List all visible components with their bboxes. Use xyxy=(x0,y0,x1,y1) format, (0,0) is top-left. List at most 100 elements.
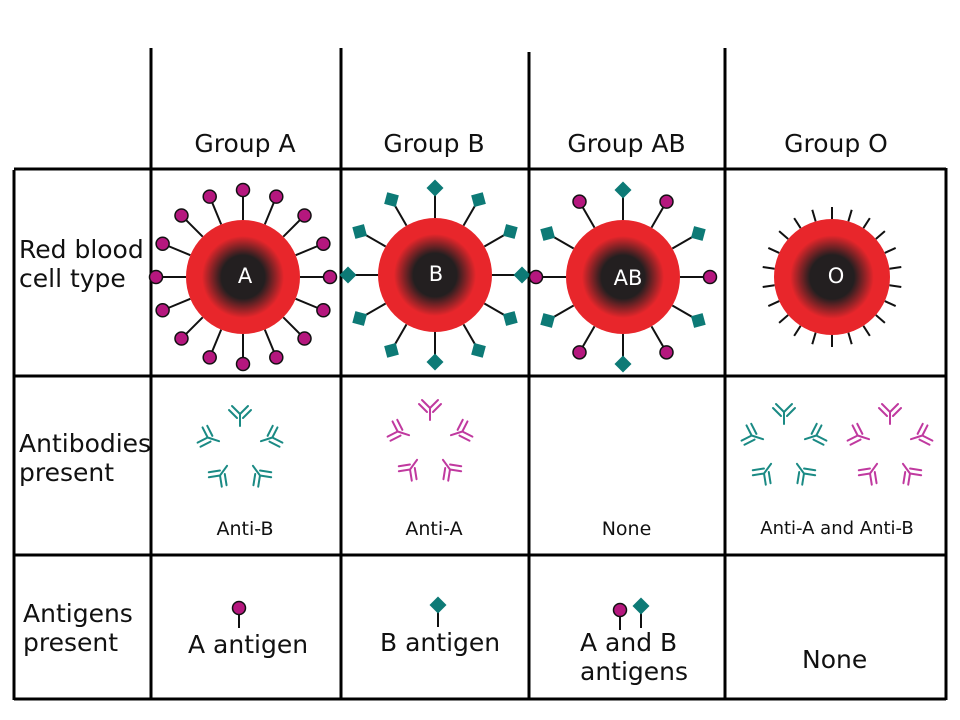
antibody-stroke xyxy=(751,462,773,486)
row-label-line: Antigens xyxy=(23,599,133,628)
antigen-b-icon xyxy=(614,181,632,199)
antigen-stalk xyxy=(767,247,780,254)
cell-letter-ab: AB xyxy=(613,266,643,290)
antigen-stalk xyxy=(393,323,408,346)
antigen-stalk xyxy=(847,209,853,222)
antigen-a-icon xyxy=(231,600,247,628)
antibody-stroke xyxy=(228,405,252,427)
row-label-line: present xyxy=(19,457,115,487)
antigen-a-icon xyxy=(269,350,284,365)
antigen-b-icon xyxy=(614,355,632,373)
antigen-b-icon xyxy=(632,597,650,628)
antibody-stroke xyxy=(441,458,463,482)
antigen-stalk xyxy=(462,204,477,227)
antigen-head xyxy=(429,596,447,614)
antigen-stalk xyxy=(847,332,853,345)
antibody-stroke xyxy=(846,422,871,446)
cell-body xyxy=(186,220,300,334)
antigen-stalk xyxy=(282,316,301,335)
antigen-stalk xyxy=(862,325,871,337)
antibody-stroke xyxy=(857,462,879,486)
antigen-label-group-ab: A and B antigens xyxy=(580,628,688,687)
antigen-b-icon xyxy=(471,342,486,358)
red-blood-cell xyxy=(528,181,718,373)
antigen-stalk xyxy=(167,245,191,257)
antigen-stalk xyxy=(364,302,387,317)
antibody-icon xyxy=(803,422,828,446)
header-group-a: Group A xyxy=(194,129,296,158)
header-group-b: Group B xyxy=(383,129,485,158)
antibody-stroke xyxy=(740,422,765,446)
antigen-b-icon xyxy=(540,313,556,328)
antigen-a-icon xyxy=(269,189,284,204)
antigen-a-icon xyxy=(572,345,587,360)
antigen-stalk xyxy=(552,235,575,250)
antibody-icon xyxy=(441,458,463,482)
antibody-cluster xyxy=(846,403,934,486)
antigen-b-icon xyxy=(339,266,357,284)
antigen-stalk xyxy=(671,304,694,319)
table-grid xyxy=(12,48,948,701)
antigen-label-line: A and B xyxy=(580,628,678,657)
antibody-stroke xyxy=(397,458,419,482)
antigen-stalk xyxy=(811,332,817,345)
antibody-stroke xyxy=(803,422,828,446)
antigen-stalk xyxy=(889,266,902,270)
antigen-b-icon xyxy=(540,226,556,241)
antibody-stroke xyxy=(259,424,284,448)
antigen-a-icon xyxy=(174,331,189,346)
antigen-a-icon xyxy=(659,194,674,209)
antigen-head xyxy=(612,602,628,618)
antigen-stalk xyxy=(778,230,789,240)
antigen-stalk xyxy=(483,302,506,317)
antibody-icon xyxy=(772,403,796,425)
row-label-antibodies-present: Antibodies present xyxy=(19,429,151,488)
antigen-b-icon xyxy=(502,311,518,326)
antigen-b-icon xyxy=(471,192,486,208)
antigen-b-icon xyxy=(690,226,706,241)
antigen-stalk xyxy=(884,300,897,307)
antigen-stalk xyxy=(185,316,204,335)
antigen-b-icon xyxy=(352,224,368,239)
antigen-b-icon xyxy=(426,179,444,197)
antibody-icon xyxy=(449,418,474,442)
antigen-stalk xyxy=(185,219,204,238)
antibody-stroke xyxy=(795,462,817,486)
antigen-stalk xyxy=(767,300,780,307)
antibody-icon xyxy=(418,399,442,421)
antigen-stalk xyxy=(762,266,775,270)
antigen-b-icon xyxy=(513,266,531,284)
antibody-icon xyxy=(795,462,817,486)
antigen-head xyxy=(632,597,650,615)
antibody-label-group-o: Anti-A and Anti-B xyxy=(760,518,914,539)
antigen-stalk xyxy=(862,217,871,229)
cell-letter-b: B xyxy=(428,262,444,286)
antibody-stroke xyxy=(251,464,273,488)
antigen-b-icon xyxy=(384,342,399,358)
row-label-red-blood-cell-type: Red blood cell type xyxy=(19,235,144,294)
header-group-ab: Group AB xyxy=(567,129,686,158)
antibody-stroke xyxy=(772,403,796,425)
antibody-label-group-ab: None xyxy=(601,518,652,540)
row-label-line: present xyxy=(23,627,119,657)
antigen-a-icon xyxy=(235,356,251,372)
antibody-icon xyxy=(259,424,284,448)
antibody-stroke xyxy=(901,462,923,486)
antigen-a-icon xyxy=(612,602,628,630)
antigen-a-icon xyxy=(155,303,170,318)
antigen-a-icon xyxy=(528,269,544,285)
antibody-icon xyxy=(846,422,871,446)
antigen-stalk xyxy=(650,206,665,229)
red-blood-cell xyxy=(148,182,338,372)
antibody-stroke xyxy=(196,424,221,448)
antigen-a-icon xyxy=(202,350,217,365)
antibody-icon xyxy=(251,464,273,488)
antibody-icon xyxy=(878,403,902,425)
antigen-a-icon xyxy=(235,182,251,198)
antigen-stalk xyxy=(650,325,665,348)
row-label-line: cell type xyxy=(19,263,126,293)
cell-letter-o: O xyxy=(827,264,845,288)
antigen-a-icon xyxy=(202,189,217,204)
antigen-label-group-o: None xyxy=(802,645,868,674)
